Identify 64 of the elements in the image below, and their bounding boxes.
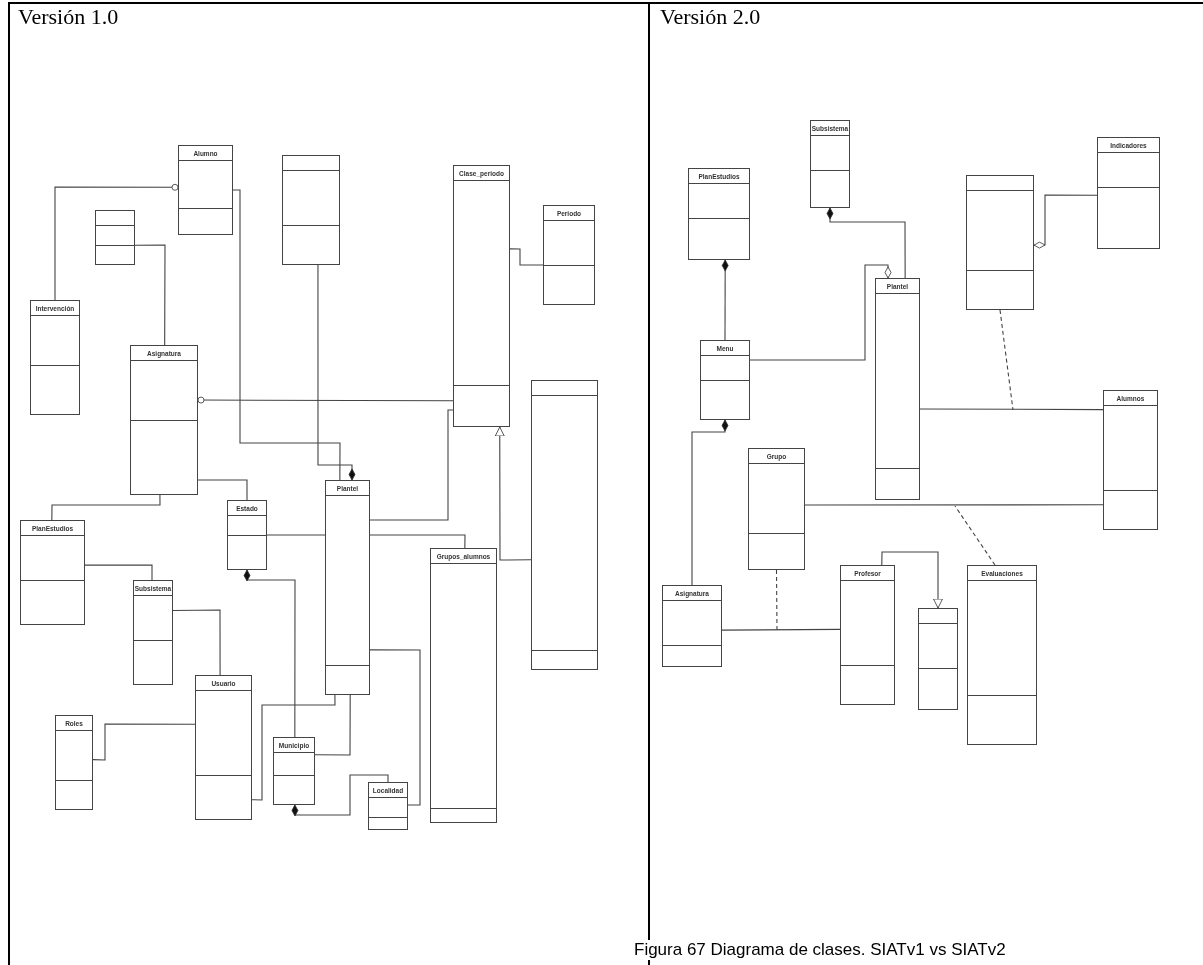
association-line [369, 534, 466, 549]
class-box [967, 565, 1037, 745]
association-line [251, 694, 336, 801]
class-box [30, 300, 80, 415]
class-box [282, 155, 340, 265]
association-line [197, 396, 454, 404]
association-line [291, 774, 389, 817]
dashed-association-line [954, 505, 996, 566]
association-line [919, 408, 1104, 411]
association-line [749, 264, 892, 361]
association-line [243, 569, 296, 738]
class-box [20, 520, 85, 625]
version-heading: Versión 1.0 [18, 4, 119, 30]
association-line [826, 207, 906, 279]
class-box [430, 548, 497, 823]
class-box [368, 782, 408, 830]
association-line [881, 551, 943, 609]
class-box [918, 608, 958, 710]
class-box [531, 380, 598, 670]
association-line [232, 189, 341, 481]
version-heading: Versión 2.0 [660, 4, 761, 30]
class-box [55, 715, 93, 810]
class-box [875, 278, 920, 500]
class-box [543, 205, 595, 305]
class-box [700, 340, 750, 420]
class-box [130, 345, 198, 495]
class-box [325, 480, 370, 695]
association-line [51, 494, 161, 521]
association-line [369, 409, 454, 521]
association-line [804, 504, 1104, 506]
class-box [810, 120, 850, 208]
dashed-association-line [775, 569, 778, 633]
class-box [688, 168, 750, 260]
association-line [1033, 194, 1098, 249]
class-box [95, 210, 135, 265]
association-line [92, 723, 196, 761]
association-line [314, 694, 351, 756]
class-box [273, 737, 315, 805]
class-box [840, 565, 895, 705]
class-box [1103, 390, 1158, 530]
class-box [227, 500, 267, 570]
class-box [453, 165, 510, 427]
class-box [178, 145, 233, 235]
class-box [662, 585, 722, 667]
class-box [966, 175, 1034, 310]
association-line [266, 534, 326, 536]
association-line [369, 649, 421, 806]
association-line [54, 183, 179, 301]
association-line [691, 419, 729, 586]
association-line [317, 264, 356, 481]
association-line [134, 244, 166, 346]
association-line [494, 426, 532, 561]
association-line [721, 628, 841, 631]
association-line [197, 479, 248, 501]
dashed-association-line [999, 309, 1014, 411]
association-line [172, 609, 221, 676]
figure-caption: Figura 67 Diagrama de clases. SIATv1 vs SIATv2 [632, 940, 1008, 960]
class-box [195, 675, 252, 820]
class-box [133, 580, 173, 685]
association-line [721, 259, 729, 341]
association-line [509, 248, 544, 266]
class-box [1097, 137, 1160, 249]
class-box [748, 448, 805, 570]
association-line [84, 564, 153, 581]
